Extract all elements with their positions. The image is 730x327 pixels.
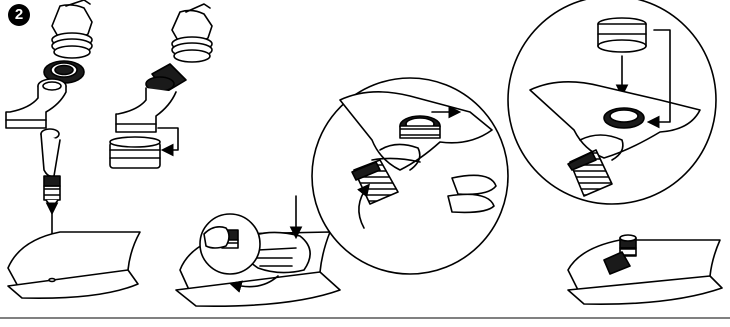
- flat-bag: [8, 232, 140, 298]
- twist-nut-detail: [312, 78, 508, 274]
- cone-spout-part: [52, 0, 92, 58]
- elbow-assembled: [116, 88, 176, 132]
- cone-spout-assembled: [172, 4, 212, 62]
- magnify-circle-small: [200, 214, 260, 274]
- elbow-adapter-part: [6, 79, 66, 128]
- finished-bag: [568, 235, 722, 304]
- nut-in-hand: [400, 116, 440, 138]
- step-number: 2: [15, 6, 23, 23]
- press-flat: [176, 196, 340, 306]
- coupling-part: [110, 137, 160, 168]
- attach-coupling-detail: [508, 0, 716, 204]
- coupling-top: [598, 18, 646, 52]
- nut-with-opening: [604, 108, 644, 128]
- spout-vertical: [41, 129, 60, 208]
- assembled-view: [110, 4, 212, 168]
- step-number-badge: 2: [8, 4, 30, 26]
- coupling-arrow: [158, 128, 178, 150]
- ring-nut-assembled: [146, 64, 186, 92]
